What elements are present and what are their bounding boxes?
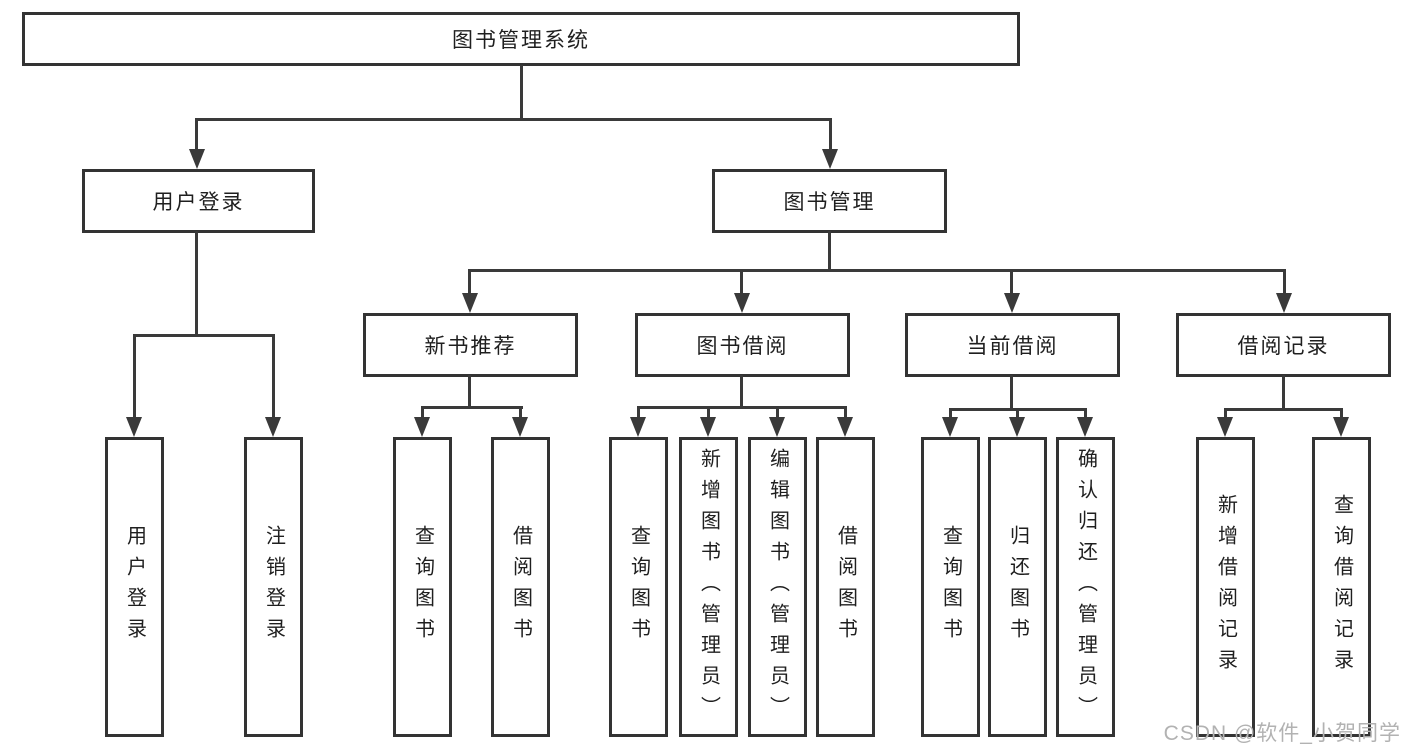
connector-drop-nbr-borrow xyxy=(519,406,522,420)
connector-drop-br-query xyxy=(1340,408,1343,420)
leaf-cb-return-books: 归还图书 xyxy=(988,437,1047,737)
connector-br-stem xyxy=(1282,375,1285,411)
connector-drop-book-management xyxy=(829,118,832,152)
arrow-down-bb-query-icon xyxy=(630,417,646,437)
leaf-br-query-record-label: 查询借阅记录 xyxy=(1330,494,1353,680)
connector-root-rail xyxy=(195,118,832,121)
arrow-down-bb-borrow-icon xyxy=(837,417,853,437)
node-user-login-label: 用户登录 xyxy=(152,191,245,214)
connector-drop-bb-edit xyxy=(776,406,779,420)
node-user-login: 用户登录 xyxy=(82,169,315,233)
connector-drop-bb-query xyxy=(637,406,640,420)
arrow-down-br-add-icon xyxy=(1217,417,1233,437)
leaf-bb-add-books: 新增图书（管理员） xyxy=(679,437,738,737)
arrow-down-cb-return-icon xyxy=(1009,417,1025,437)
connector-drop-user-login xyxy=(195,118,198,152)
leaf-nbr-query-books: 查询图书 xyxy=(393,437,452,737)
node-root-label: 图书管理系统 xyxy=(452,29,590,52)
connector-drop-logout-leaf xyxy=(272,334,275,420)
arrow-down-user-login-leaf-icon xyxy=(126,417,142,437)
arrow-down-bb-edit-icon xyxy=(769,417,785,437)
node-borrowing-records: 借阅记录 xyxy=(1176,313,1391,377)
leaf-bb-edit-books: 编辑图书（管理员） xyxy=(748,437,807,737)
leaf-cb-confirm-return: 确认归还（管理员） xyxy=(1056,437,1115,737)
leaf-cb-return-books-label: 归还图书 xyxy=(1006,525,1029,649)
node-book-management-label: 图书管理 xyxy=(783,191,876,214)
leaf-cb-query-books-label: 查询图书 xyxy=(939,525,962,649)
connector-drop-book-borrowing xyxy=(740,269,743,296)
connector-bb-rail xyxy=(637,406,847,409)
leaf-user-login-label: 用户登录 xyxy=(123,525,146,649)
leaf-nbr-query-books-label: 查询图书 xyxy=(411,525,434,649)
connector-drop-cb-return xyxy=(1016,408,1019,420)
arrow-down-nbr-query-icon xyxy=(414,417,430,437)
connector-cb-stem xyxy=(1010,375,1013,411)
arrow-down-current-borrowing-icon xyxy=(1004,293,1020,313)
connector-root-stem xyxy=(520,65,523,119)
node-new-book-recommendation: 新书推荐 xyxy=(363,313,578,377)
node-new-book-recommendation-label: 新书推荐 xyxy=(424,335,517,358)
node-borrowing-records-label: 借阅记录 xyxy=(1237,335,1330,358)
leaf-br-add-record: 新增借阅记录 xyxy=(1196,437,1255,737)
arrow-down-new-book-recommendation-icon xyxy=(462,293,478,313)
connector-nbr-stem xyxy=(468,375,471,409)
connector-bb-stem xyxy=(740,375,743,409)
leaf-cb-confirm-return-label: 确认归还（管理员） xyxy=(1074,447,1097,727)
connector-drop-bb-add xyxy=(707,406,710,420)
watermark: CSDN @软件_小贺同学 xyxy=(1163,722,1401,745)
leaf-nbr-borrow-books-label: 借阅图书 xyxy=(509,525,532,649)
arrow-down-bb-add-icon xyxy=(700,417,716,437)
connector-user-login-rail xyxy=(133,334,275,337)
connector-drop-cb-query xyxy=(949,408,952,420)
connector-drop-current-borrowing xyxy=(1010,269,1013,296)
connector-user-login-stem xyxy=(195,231,198,337)
node-current-borrowing-label: 当前借阅 xyxy=(966,335,1059,358)
arrow-down-nbr-borrow-icon xyxy=(512,417,528,437)
arrow-down-cb-confirm-icon xyxy=(1077,417,1093,437)
leaf-bb-borrow-books: 借阅图书 xyxy=(816,437,875,737)
arrow-down-borrowing-records-icon xyxy=(1276,293,1292,313)
leaf-bb-edit-books-label: 编辑图书（管理员） xyxy=(766,447,789,727)
connector-drop-br-add xyxy=(1224,408,1227,420)
node-root: 图书管理系统 xyxy=(22,12,1020,66)
connector-drop-user-login-leaf xyxy=(133,334,136,420)
arrow-down-cb-query-icon xyxy=(942,417,958,437)
node-current-borrowing: 当前借阅 xyxy=(905,313,1120,377)
node-book-management: 图书管理 xyxy=(712,169,947,233)
connector-br-rail xyxy=(1224,408,1343,411)
connector-drop-cb-confirm xyxy=(1084,408,1087,420)
arrow-down-user-login-icon xyxy=(189,149,205,169)
leaf-bb-add-books-label: 新增图书（管理员） xyxy=(697,447,720,727)
connector-drop-new-book-recommendation xyxy=(468,269,471,296)
arrow-down-br-query-icon xyxy=(1333,417,1349,437)
node-book-borrowing: 图书借阅 xyxy=(635,313,850,377)
leaf-logout-label: 注销登录 xyxy=(262,525,285,649)
leaf-logout: 注销登录 xyxy=(244,437,303,737)
node-book-borrowing-label: 图书借阅 xyxy=(696,335,789,358)
connector-drop-nbr-query xyxy=(421,406,424,420)
connector-book-management-rail xyxy=(468,269,1286,272)
connector-drop-borrowing-records xyxy=(1283,269,1286,296)
connector-nbr-rail xyxy=(421,406,523,409)
arrow-down-book-management-icon xyxy=(822,149,838,169)
arrow-down-logout-leaf-icon xyxy=(265,417,281,437)
leaf-br-add-record-label: 新增借阅记录 xyxy=(1214,494,1237,680)
leaf-bb-query-books-label: 查询图书 xyxy=(627,525,650,649)
arrow-down-book-borrowing-icon xyxy=(734,293,750,313)
leaf-bb-borrow-books-label: 借阅图书 xyxy=(834,525,857,649)
leaf-user-login: 用户登录 xyxy=(105,437,164,737)
leaf-br-query-record: 查询借阅记录 xyxy=(1312,437,1371,737)
connector-drop-bb-borrow xyxy=(844,406,847,420)
connector-book-management-stem xyxy=(828,231,831,272)
leaf-bb-query-books: 查询图书 xyxy=(609,437,668,737)
leaf-cb-query-books: 查询图书 xyxy=(921,437,980,737)
leaf-nbr-borrow-books: 借阅图书 xyxy=(491,437,550,737)
